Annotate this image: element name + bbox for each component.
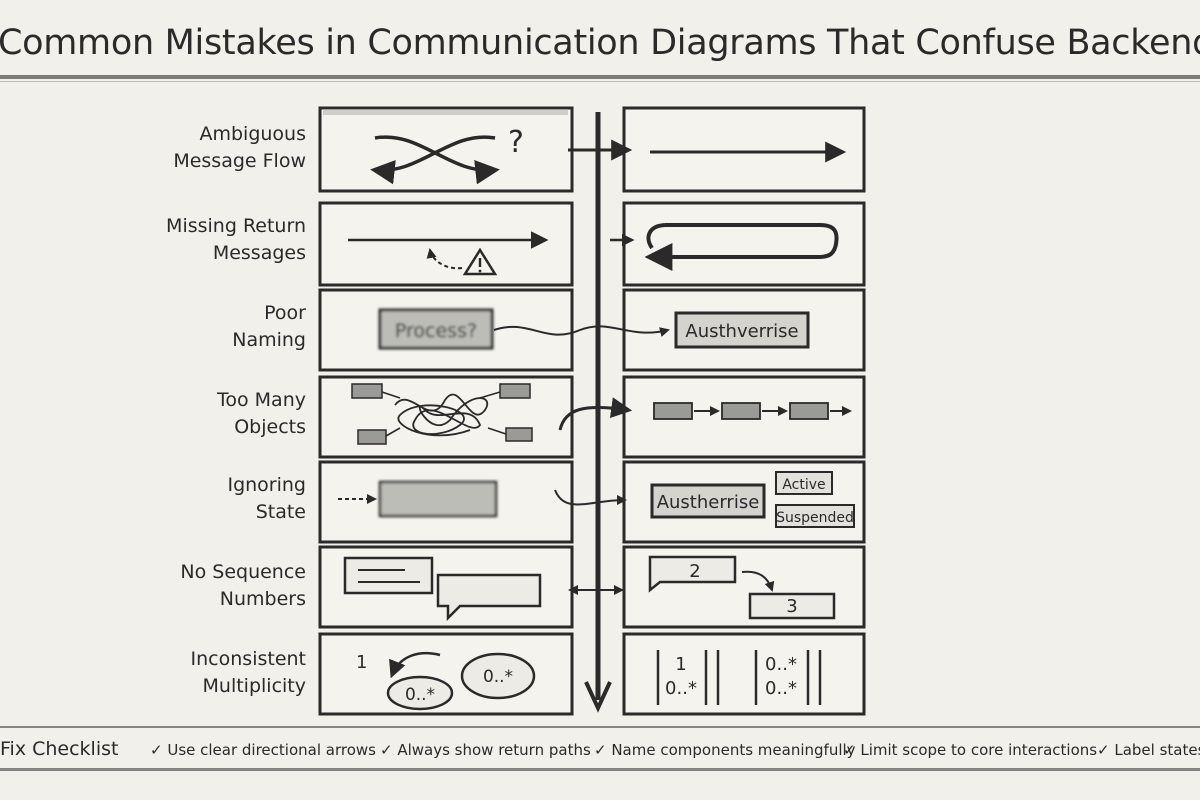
stateful-component-box: Austherrise: [650, 483, 766, 519]
checklist-item-naming: ✓ Name components meaningfully: [594, 741, 856, 759]
named-component-box: Austhverrise: [674, 311, 810, 349]
row-label-inconsistent-multiplicity: Inconsistent Multiplicity: [106, 646, 306, 700]
good-mult-b-bottom: 0..*: [765, 678, 797, 699]
stateful-component-label: Austherrise: [657, 492, 760, 513]
sequence-number-3: 3: [786, 596, 797, 617]
good-mult-a-bottom: 0..*: [665, 678, 697, 699]
question-mark: ?: [508, 125, 524, 160]
state-tag-suspended: Suspended: [775, 504, 855, 528]
label-line: Naming: [232, 329, 306, 351]
dashed-return-hint: [426, 248, 463, 270]
good-panel-missing-return: [622, 201, 866, 287]
good-mult-b-top: 0..*: [765, 654, 797, 675]
multiplicity-column-a: 1 0..*: [656, 650, 720, 705]
sequence-arrow: [741, 570, 775, 592]
checklist-top-rule: [0, 726, 1200, 728]
checklist-item-arrows: ✓ Use clear directional arrows: [150, 741, 376, 759]
tangled-objects: [351, 383, 533, 445]
title-underline-thin: [0, 81, 1200, 82]
state-active-label: Active: [782, 477, 825, 493]
numbered-message-2: 2: [648, 555, 737, 593]
stateless-box: [378, 480, 498, 518]
label-line: State: [255, 501, 306, 523]
good-mult-a-top: 1: [675, 654, 686, 675]
process-label: Process?: [395, 320, 477, 342]
label-line: Too Many: [217, 389, 306, 411]
row-label-no-sequence-numbers: No Sequence Numbers: [106, 559, 306, 613]
multiplicity-bubble-b: 0..*: [460, 652, 536, 700]
label-line: No Sequence: [180, 561, 306, 583]
multiplicity-one: 1: [356, 652, 367, 673]
label-line: Ambiguous: [199, 123, 306, 145]
title-underline: [0, 75, 1200, 79]
transition-arrow-5: [554, 489, 627, 506]
component-name-label: Austhverrise: [685, 321, 798, 342]
checklist-item-return-paths: ✓ Always show return paths: [380, 741, 591, 759]
multiplicity-column-b: 0..* 0..*: [754, 650, 822, 705]
row-label-too-many-objects: Too Many Objects: [106, 387, 306, 441]
blurred-process-box: Process?: [378, 308, 494, 350]
round-trip-arrow: [644, 223, 839, 271]
label-line: Missing Return: [166, 215, 306, 237]
wavy-arrow: [493, 325, 670, 337]
linear-object-chain: [653, 402, 852, 420]
checklist-item-scope: ✓ Limit scope to core interactions: [843, 741, 1098, 759]
warning-icon: [462, 247, 498, 276]
row-label-missing-return-messages: Missing Return Messages: [106, 213, 306, 267]
row-label-ignoring-state: Ignoring State: [106, 472, 306, 526]
multiplicity-bubble-b-label: 0..*: [483, 667, 513, 687]
checklist-bottom-rule: [0, 768, 1200, 771]
fix-checklist: Fix Checklist ✓ Use clear directional ar…: [0, 738, 1200, 768]
center-divider-arrow: [584, 112, 612, 713]
row-label-poor-naming: Poor Naming: [106, 300, 306, 354]
unnumbered-message-bubbles: [343, 556, 542, 622]
sequence-number-2: 2: [689, 561, 700, 582]
label-line: Objects: [234, 416, 306, 438]
multiplicity-bubble-a-label: 0..*: [405, 685, 435, 705]
label-line: Inconsistent: [190, 648, 306, 670]
diagram-title: Common Mistakes in Communication Diagram…: [0, 23, 1200, 63]
state-suspended-label: Suspended: [776, 510, 854, 526]
multiplicity-bubble-a: 0..*: [386, 675, 454, 711]
label-line: Messages: [212, 242, 306, 264]
bad-panel-missing-return: [318, 201, 574, 287]
label-line: Message Flow: [173, 150, 306, 172]
label-line: Numbers: [219, 588, 306, 610]
state-tag-active: Active: [775, 471, 833, 495]
label-line: Ignoring: [227, 474, 306, 496]
row-label-ambiguous-message-flow: Ambiguous Message Flow: [106, 121, 306, 175]
good-panel-ambiguous: [622, 106, 866, 193]
checklist-title: Fix Checklist: [0, 738, 119, 760]
label-line: Multiplicity: [202, 675, 306, 697]
transition-arrow-4: [558, 397, 633, 431]
bad-panel-ambiguous: [318, 106, 574, 193]
multiplicity-arrow: [389, 651, 441, 679]
numbered-message-3: 3: [748, 592, 836, 620]
checklist-item-states: ✓ Label states: [1097, 741, 1200, 759]
good-panel-multiplicity: [622, 632, 866, 716]
label-line: Poor: [264, 302, 306, 324]
crossed-arrows: [370, 135, 500, 185]
